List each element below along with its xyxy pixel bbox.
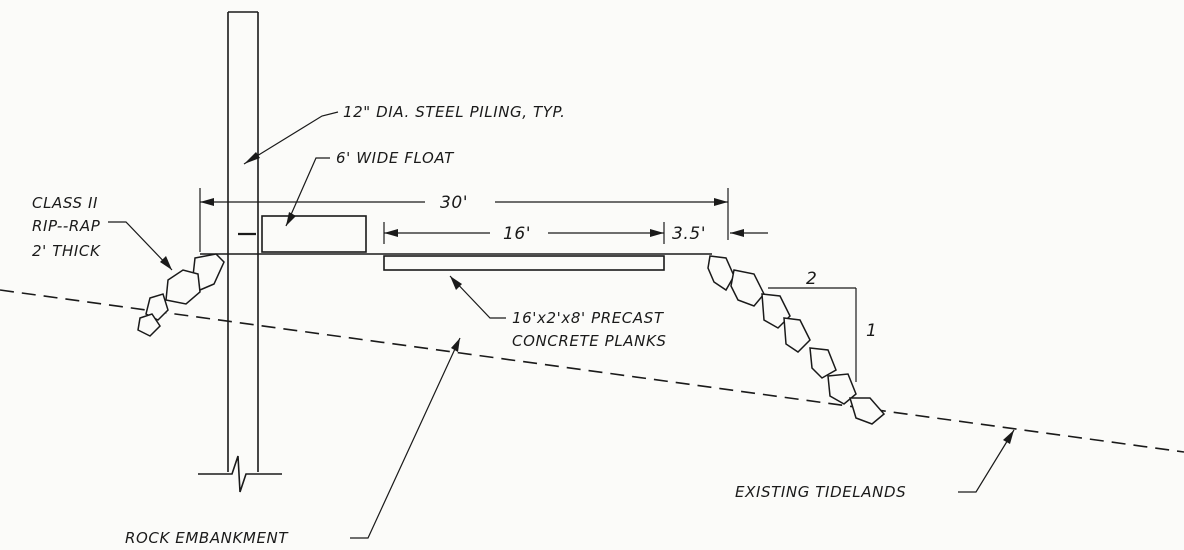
riprap-label-line3: 2' THICK [32,242,101,260]
piling-leader [243,111,339,165]
dimension-gap: 3.5' [672,224,768,244]
left-riprap [137,253,225,337]
planks-label-line2: CONCRETE PLANKS [512,332,667,350]
float-leader [285,157,330,227]
float-box [261,215,367,253]
piling-label: 12" DIA. STEEL PILING, TYP. [343,103,565,121]
tideland-ground-line [0,289,1184,453]
riprap-leader [108,221,173,271]
planks-label-line1: 16'x2'x8' PRECAST [512,309,665,327]
dimension-planks: 16' [383,222,665,244]
overall-dimension-label: 30' [440,193,468,213]
slope-indicator: 2 1 [768,269,877,382]
tidelands-label: EXISTING TIDELANDS [735,483,906,501]
slope-run-label: 2 [806,269,817,289]
planks-leader [449,275,506,319]
right-riprap [707,255,886,425]
plank-dimension-label: 16' [503,224,531,244]
concrete-plank [383,255,665,271]
riprap-label-line2: RIP--RAP [32,217,101,235]
embankment-label: ROCK EMBANKMENT [125,529,289,547]
riprap-label-line1: CLASS II [32,194,98,212]
steel-piling [198,11,282,493]
gap-dimension-label: 3.5' [672,224,706,244]
tidelands-leader [958,429,1015,493]
embankment-leader [350,337,461,539]
slope-rise-label: 1 [866,321,877,341]
float-label: 6' WIDE FLOAT [336,149,455,167]
dimension-overall: 30' [199,188,729,252]
